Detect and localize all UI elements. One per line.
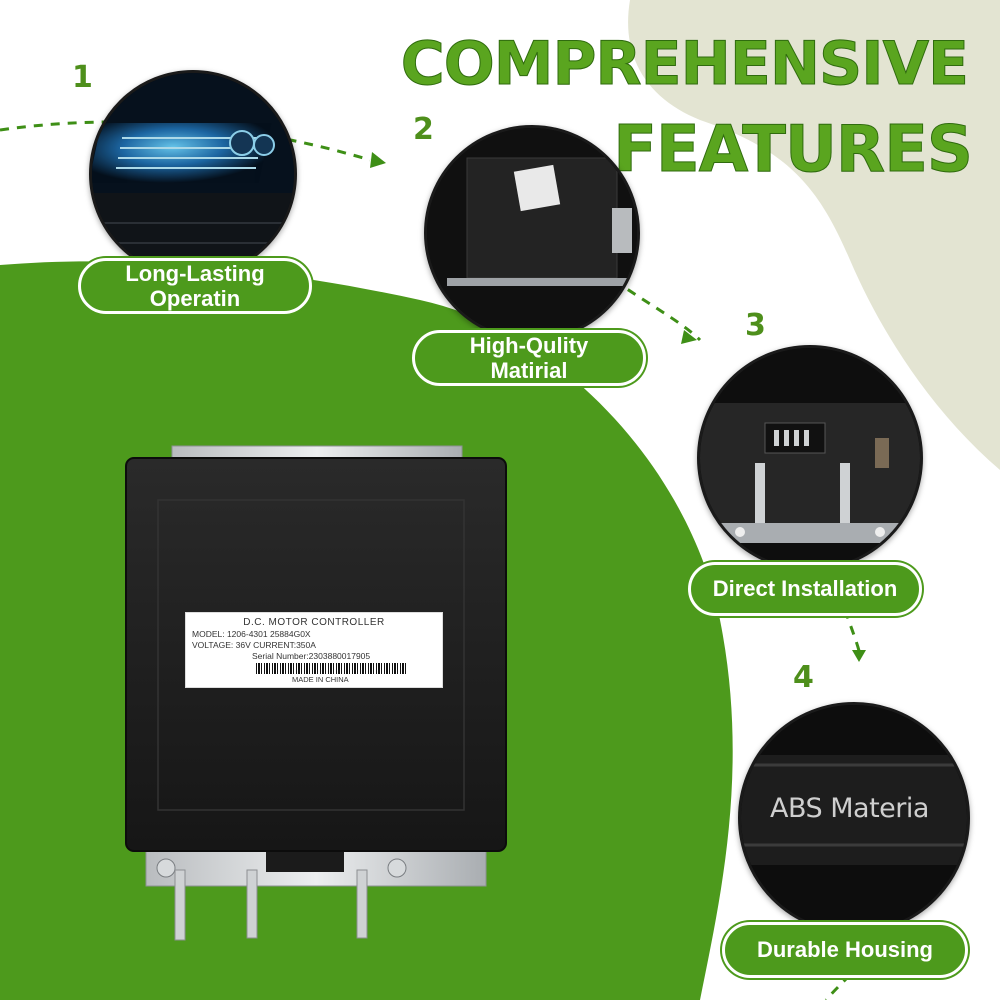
- terminal-1: [174, 869, 186, 941]
- product-label-sticker: D.C. MOTOR CONTROLLER MODEL: 1206-4301 2…: [185, 612, 443, 688]
- arrow-head-1: [370, 152, 386, 168]
- feature-1-number: 1: [72, 60, 93, 95]
- housing-closeup-icon: [741, 705, 967, 931]
- connector-line-1: [0, 120, 371, 162]
- controller-box-icon: [427, 128, 637, 338]
- feature-3-image: [697, 345, 923, 571]
- connector-line-3: [843, 609, 862, 656]
- arrow-head-2: [681, 330, 697, 344]
- feature-2-label-line-1: High-Qulity: [469, 332, 589, 358]
- feature-2-number: 2: [413, 112, 434, 147]
- feature-4-image: [738, 702, 970, 934]
- label-model: MODEL: 1206-4301 25884G0X: [192, 629, 311, 639]
- feature-2-label-line-2: Matirial: [490, 358, 568, 383]
- feature-1-label: Long-Lasting Operatin: [78, 258, 312, 314]
- feature-3-label: Direct Installation: [688, 562, 922, 616]
- mount-hole-left: [156, 858, 176, 878]
- label-serial: Serial Number:2303880017905: [252, 651, 371, 661]
- feature-3-number: 3: [745, 308, 766, 343]
- mount-hole-right: [387, 858, 407, 878]
- connector-line-2: [599, 268, 702, 342]
- abs-material-text: ABS Materia: [770, 793, 929, 824]
- feature-2-label: High-Qulity Matirial: [412, 330, 646, 386]
- feature-2-image: [424, 125, 640, 341]
- label-voltage-current: VOLTAGE: 36V CURRENT:350A: [192, 640, 316, 650]
- heading-line-2: FEATURES: [613, 113, 974, 187]
- feature-1-image: [89, 70, 297, 278]
- barcode-graphic: [256, 663, 406, 674]
- arrow-head-3: [852, 650, 866, 662]
- terminal-2: [246, 869, 258, 939]
- feature-4-label: Durable Housing: [722, 922, 968, 978]
- beige-background-shape: [628, 0, 1000, 470]
- feature-4-label-line-1: Durable Housing: [756, 937, 933, 963]
- terminal-connector-icon: [700, 348, 920, 568]
- feature-1-label-line-2: Operatin: [149, 286, 241, 311]
- heading-line-1: COMPREHENSIVE: [400, 29, 969, 99]
- feature-1-label-line-1: Long-Lasting: [125, 260, 265, 286]
- terminal-3: [356, 869, 368, 939]
- battery-cells-icon: [92, 73, 294, 275]
- feature-3-label-line-1: Direct Installation: [712, 576, 898, 602]
- connector-line-4: [824, 973, 852, 1000]
- label-title: D.C. MOTOR CONTROLLER: [243, 617, 385, 628]
- label-made-in: MADE IN CHINA: [292, 675, 349, 684]
- controller-lid-inset: [157, 499, 465, 811]
- feature-4-number: 4: [793, 660, 814, 695]
